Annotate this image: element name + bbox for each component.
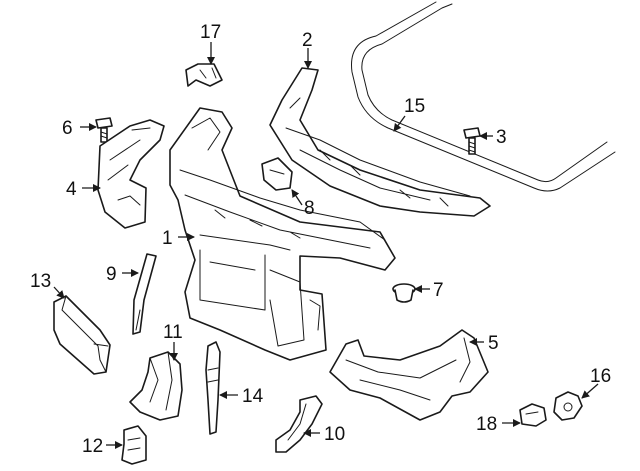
part-16-bracket xyxy=(553,391,583,421)
callout-17: 17 xyxy=(200,22,221,43)
part-11-duct xyxy=(129,351,183,421)
part-6-bolt xyxy=(95,117,113,143)
part-1-radiator-support xyxy=(169,107,396,361)
callout-2: 2 xyxy=(302,30,313,51)
part-14-bracket xyxy=(205,341,221,435)
leader-lines xyxy=(53,42,599,449)
part-8-bracket xyxy=(261,157,293,191)
callout-labels: 17 2 15 3 6 4 8 1 7 9 13 5 11 16 14 18 1… xyxy=(30,22,611,457)
leader-13 xyxy=(53,286,65,299)
callout-6: 6 xyxy=(62,118,73,139)
callout-18: 18 xyxy=(476,414,497,435)
callout-13: 13 xyxy=(30,271,51,292)
callout-15: 15 xyxy=(404,96,425,117)
callout-12: 12 xyxy=(82,436,103,457)
part-5-bracket xyxy=(329,329,489,421)
part-10-bracket xyxy=(275,395,323,453)
callout-7: 7 xyxy=(433,280,444,301)
leader-15 xyxy=(393,115,406,132)
part-9-strut xyxy=(132,253,157,335)
callout-11: 11 xyxy=(163,322,183,343)
callout-10: 10 xyxy=(324,424,345,445)
callout-9: 9 xyxy=(106,264,117,285)
part-13-module xyxy=(53,295,111,375)
callout-5: 5 xyxy=(488,333,499,354)
callout-16: 16 xyxy=(590,366,611,387)
part-15-seal-strip xyxy=(351,1,616,192)
callout-14: 14 xyxy=(242,386,264,407)
callout-8: 8 xyxy=(304,198,315,219)
callout-3: 3 xyxy=(496,127,507,148)
part-7-grommet xyxy=(392,283,416,303)
leader-16 xyxy=(581,383,599,399)
part-17-bracket xyxy=(185,63,223,87)
part-12-clip xyxy=(121,425,147,465)
part-18-clip xyxy=(519,403,547,427)
callout-4: 4 xyxy=(66,179,77,200)
callout-1: 1 xyxy=(162,228,173,249)
part-3-bolt xyxy=(463,127,481,155)
part-2-upper-carrier xyxy=(269,67,491,217)
part-4-side-bracket xyxy=(97,119,165,229)
leader-8 xyxy=(291,189,303,206)
